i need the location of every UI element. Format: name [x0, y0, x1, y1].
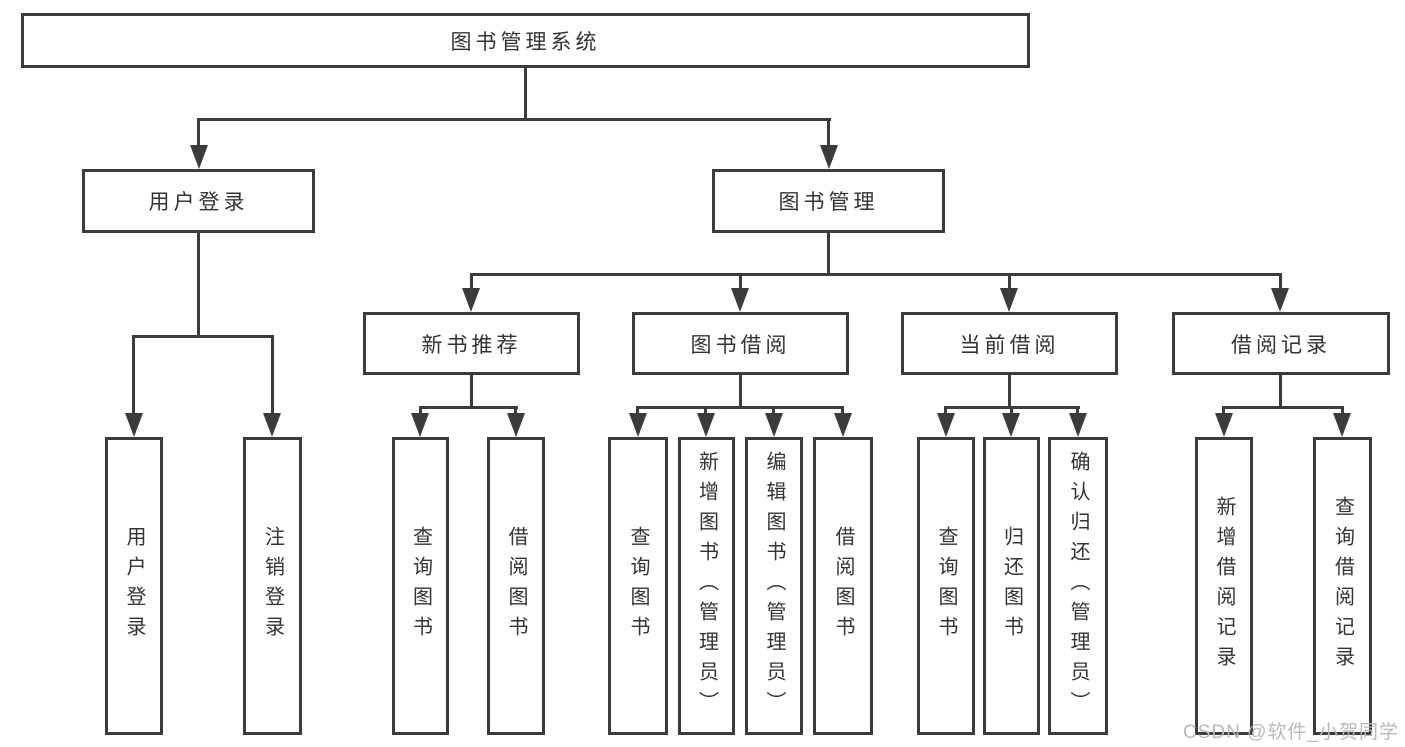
leaf-label: 借阅图书	[505, 526, 527, 646]
connector-line	[1010, 406, 1013, 416]
arrow-down-icon	[507, 413, 525, 437]
node-user-login: 用户登录	[82, 169, 315, 233]
leaf-add-book-admin: 新增图书（管理员）	[678, 437, 735, 735]
csdn-watermark: CSDN @软件_小贺同学	[1183, 722, 1399, 743]
connector-line	[772, 406, 775, 416]
connector-line	[1341, 406, 1344, 416]
leaf-query-books-recommend: 查询图书	[392, 437, 449, 735]
leaf-user-login: 用户登录	[105, 437, 163, 735]
connector-line	[636, 406, 639, 416]
arrow-down-icon	[629, 413, 647, 437]
connector-line	[739, 273, 742, 292]
leaf-label: 查询图书	[935, 526, 957, 646]
leaf-edit-book-admin: 编辑图书（管理员）	[745, 437, 803, 735]
connector-line	[827, 118, 830, 148]
node-current-borrowing: 当前借阅	[901, 312, 1118, 375]
arrow-down-icon	[937, 413, 955, 437]
connector-line	[1222, 406, 1344, 409]
connector-line	[1008, 375, 1011, 406]
connector-line	[704, 406, 707, 416]
arrow-down-icon	[1271, 288, 1289, 312]
connector-line	[419, 406, 422, 416]
leaf-borrow-books-recommend: 借阅图书	[487, 437, 545, 735]
leaf-confirm-return-admin: 确认归还（管理员）	[1048, 437, 1108, 735]
connector-line	[1008, 273, 1011, 292]
arrow-down-icon	[1333, 413, 1351, 437]
leaf-label: 用户登录	[123, 526, 145, 646]
arrow-down-icon	[190, 145, 208, 169]
connector-line	[944, 406, 947, 416]
arrow-down-icon	[263, 413, 281, 437]
connector-line	[739, 375, 742, 406]
connector-line	[1279, 273, 1282, 292]
leaf-label: 查询图书	[409, 526, 432, 646]
connector-line	[1076, 406, 1079, 416]
arrow-down-icon	[731, 288, 749, 312]
arrow-down-icon	[1000, 288, 1018, 312]
connector-line	[514, 406, 517, 416]
arrow-down-icon	[411, 413, 429, 437]
leaf-label: 确认归还（管理员）	[1067, 451, 1089, 721]
leaf-label: 新增图书（管理员）	[695, 451, 718, 721]
leaf-add-borrow-record: 新增借阅记录	[1195, 437, 1253, 735]
connector-line	[827, 233, 830, 273]
node-new-book-recommend: 新书推荐	[363, 312, 580, 375]
arrow-down-icon	[697, 413, 715, 437]
arrow-down-icon	[462, 288, 480, 312]
leaf-borrow-books: 借阅图书	[813, 437, 873, 735]
connector-line	[197, 118, 200, 148]
leaf-label: 借阅图书	[832, 526, 854, 646]
connector-line	[197, 118, 831, 121]
node-book-borrowing: 图书借阅	[632, 312, 849, 375]
leaf-label: 新增借阅记录	[1213, 496, 1235, 676]
connector-line	[470, 273, 473, 292]
connector-line	[524, 68, 527, 118]
leaf-query-books-current: 查询图书	[917, 437, 975, 735]
arrow-down-icon	[765, 413, 783, 437]
connector-line	[197, 233, 200, 335]
connector-line	[132, 335, 274, 338]
connector-line	[470, 375, 473, 406]
leaf-return-book: 归还图书	[983, 437, 1040, 735]
leaf-label: 查询借阅记录	[1331, 496, 1354, 676]
leaf-query-books-borrow: 查询图书	[608, 437, 668, 735]
node-book-management: 图书管理	[712, 169, 945, 233]
connector-line	[132, 335, 135, 417]
connector-line	[1222, 406, 1225, 416]
leaf-label: 编辑图书（管理员）	[763, 451, 785, 721]
leaf-logout: 注销登录	[243, 437, 302, 735]
connector-line	[1279, 375, 1282, 406]
connector-line	[419, 406, 518, 409]
arrow-down-icon	[125, 413, 143, 437]
connector-line	[470, 273, 1282, 276]
arrow-down-icon	[1215, 413, 1233, 437]
node-library-system: 图书管理系统	[21, 13, 1030, 68]
leaf-label: 注销登录	[261, 526, 284, 646]
leaf-label: 查询图书	[627, 526, 649, 646]
connector-line	[841, 406, 844, 416]
connector-line	[271, 335, 274, 417]
arrow-down-icon	[1002, 413, 1020, 437]
leaf-query-borrow-record: 查询借阅记录	[1313, 437, 1372, 735]
arrow-down-icon	[1069, 413, 1087, 437]
leaf-label: 归还图书	[1000, 526, 1023, 646]
connector-line	[636, 406, 844, 409]
node-borrowing-records: 借阅记录	[1172, 312, 1390, 375]
arrow-down-icon	[834, 413, 852, 437]
arrow-down-icon	[820, 145, 838, 169]
